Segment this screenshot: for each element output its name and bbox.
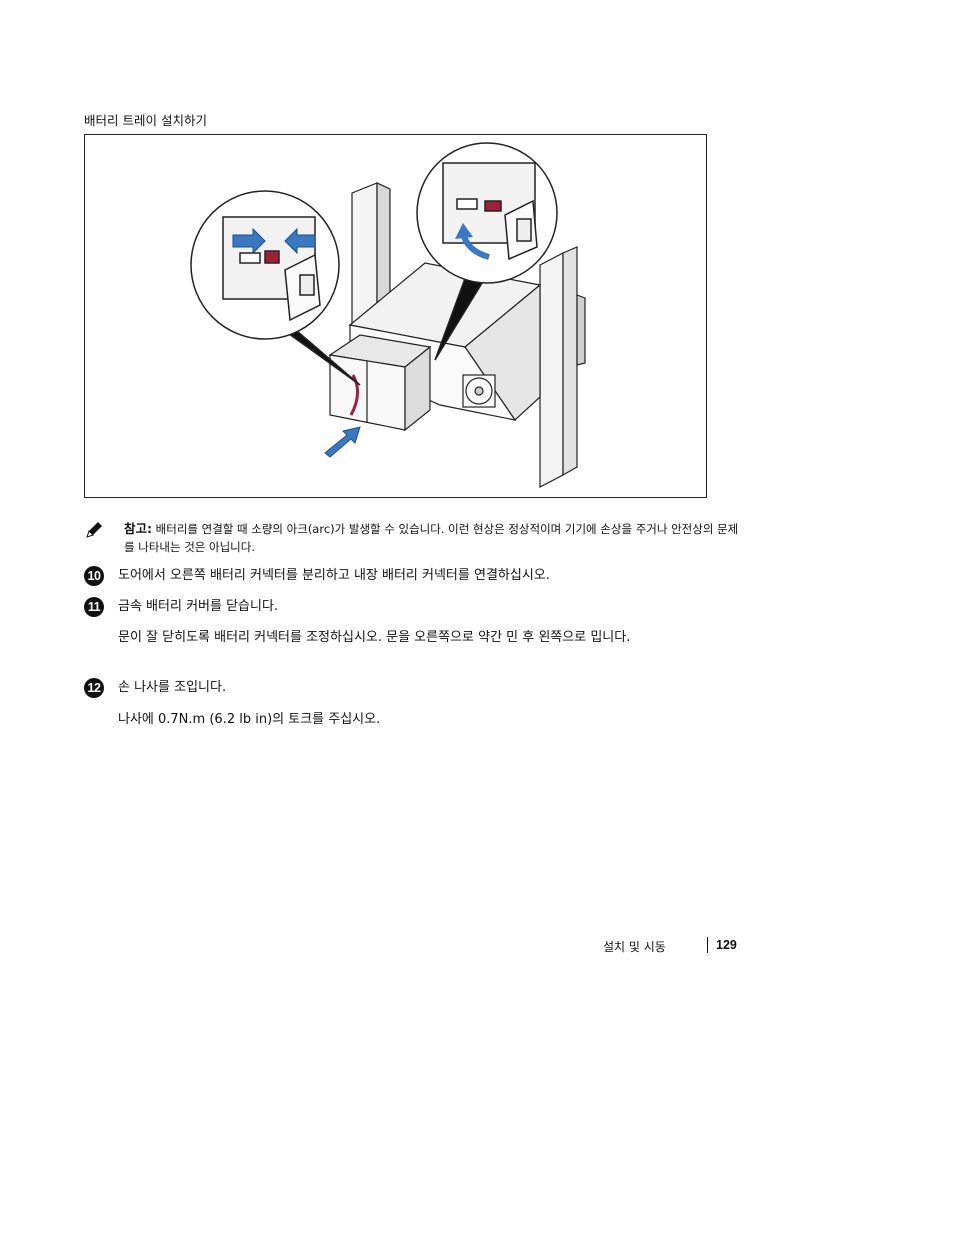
footer-section-title: 설치 및 시동 [603,940,666,954]
note-text: 참고: 배터리를 연결할 때 소량의 아크(arc)가 발생할 수 있습니다. … [124,520,744,556]
right-arrow-icon [284,227,316,255]
step-number-badge: 11 [84,597,104,617]
step-text: 금속 배터리 커버를 닫습니다. [118,599,279,614]
note-label: 참고: [124,521,152,536]
rotate-arrow-icon [455,223,490,260]
push-arrow-icon [324,426,361,458]
left-rack-rail [351,182,391,326]
battery-tray-illustration [84,134,707,498]
left-arrow-icon [232,227,266,255]
step-text: 도어에서 오른쪽 배터리 커넥터를 분리하고 내장 배터리 커넥터를 연결하십시… [118,568,550,583]
step-number-badge: 10 [84,566,104,586]
right-rack-rail [539,246,586,488]
step-text: 손 나사를 조입니다. [118,680,227,695]
step-number-badge: 12 [84,678,104,698]
footer-divider [707,937,708,953]
note-body: 배터리를 연결할 때 소량의 아크(arc)가 발생할 수 있습니다. 이런 현… [124,522,739,554]
left-detail-callout [190,190,361,386]
step-detail: 나사에 0.7N.m (6.2 lb in)의 토크를 주십시오. [118,712,381,727]
right-detail-callout [416,142,558,361]
section-title: 배터리 트레이 설치하기 [84,113,207,128]
step-detail: 문이 잘 닫히도록 배터리 커넥터를 조정하십시오. 문을 오른쪽으로 약간 민… [118,630,631,645]
battery-tray [328,334,432,432]
page-number: 129 [716,938,737,952]
pencil-note-icon [84,520,104,540]
